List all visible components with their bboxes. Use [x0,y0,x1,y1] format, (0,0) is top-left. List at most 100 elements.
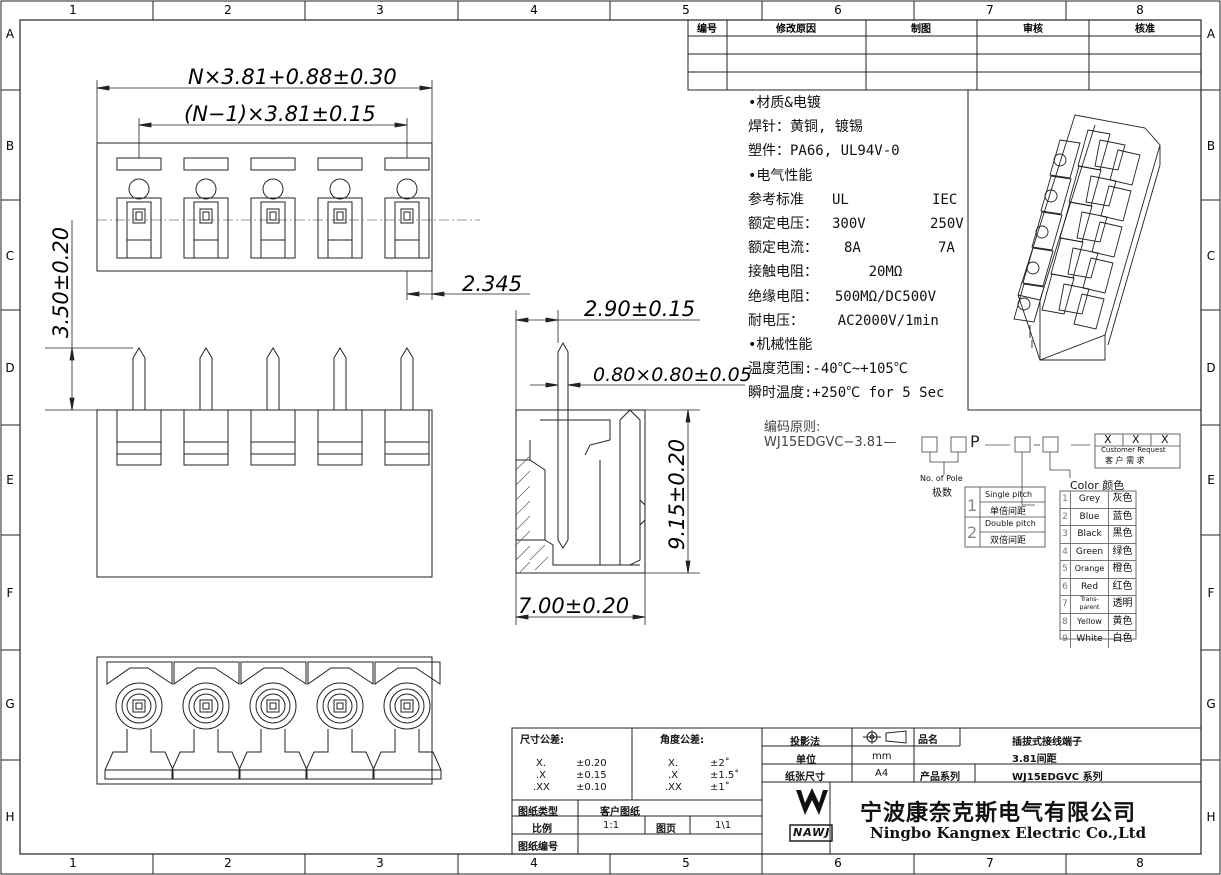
tol-dim-x: X. [536,758,547,769]
color-num: 9 [1060,631,1071,648]
row-label: E [6,473,14,487]
coding-title: 编码原则: [764,420,821,435]
coding-p-letter: P [970,432,980,451]
col-label: 7 [986,856,994,870]
tol-ang-x-val: ±2˚ [710,758,730,769]
coding-prefix: WJ15EDGVC−3.81— [764,435,897,450]
col-label: 6 [834,3,842,17]
coding-pitch-en-1: Single pitch [985,490,1033,499]
coding-x-mark-2: X [1132,433,1140,446]
company-name-en: Ningbo Kangnex Electric Co.,Ltd [870,824,1147,842]
spec-material-header: •材质&电镀 [748,95,821,111]
spec-standard-ul: UL [832,191,849,208]
spec-plastic: 塑件：PA66, UL94V-0 [748,143,900,160]
tol-dim-dx: .X [536,770,547,781]
spec-voltage: 额定电压： 300V 250V [748,212,976,236]
color-num: 3 [1060,526,1071,543]
tol-ang-dxx-val: ±1˚ [710,782,730,793]
color-en: Black [1071,526,1109,543]
scale-label: 比例 [532,824,552,835]
color-cn: 灰色 [1112,493,1133,504]
page-value: 1\1 [715,820,732,831]
color-cn: 黄色 [1112,615,1133,627]
color-en: Orange [1071,561,1109,578]
spec-contact-res: 接触电阻： 20MΩ [748,264,903,281]
dim-body-width: 7.00±0.20 [518,594,629,618]
dim-side-width: 2.90±0.15 [584,297,695,321]
tol-ang-dx: .X [668,770,679,781]
spec-voltage-label: 额定电压： [748,215,818,232]
rev-header-approve: 核准 [1135,22,1155,35]
series-value: WJ15EDGVC 系列 [1012,772,1103,783]
tol-dim-dx-val: ±0.15 [576,770,607,781]
coding-x-mark-1: X [1104,433,1112,446]
paper-label: 纸张尺寸 [785,772,825,783]
col-label: 1 [69,856,77,870]
rev-header-draw: 制图 [911,22,931,35]
coding-x-mark-3: X [1161,433,1169,446]
product-sub: 3.81间距 [1012,754,1057,765]
product-name: 插拔式接线端子 [1012,737,1082,748]
spec-voltage-iec: 250V [930,215,964,232]
tol-dim-dxx-val: ±0.10 [576,782,607,793]
col-label: 8 [1136,856,1144,870]
rev-header-check: 审核 [1023,22,1043,35]
coding-pitch-num-2: 2 [967,523,978,542]
drawing-type-label: 图纸类型 [518,807,558,818]
paper-value: A4 [875,768,889,779]
color-en: Green [1071,543,1109,560]
tol-ang-x: X. [668,758,679,769]
series-label: 产品系列 [920,772,960,783]
col-label: 6 [834,856,842,870]
spec-standard-iec: IEC [932,191,958,208]
col-label: 2 [224,3,232,17]
row-label: D [5,361,14,375]
col-label: 4 [530,3,538,17]
color-num: 5 [1060,561,1071,578]
top-view [96,142,480,272]
color-cn: 橙色 [1112,563,1133,574]
spec-current-ul: 8A [844,240,861,257]
spec-instant-temp: 瞬时温度:+250℃ for 5 Sec [748,385,945,402]
row-label: C [1207,249,1215,263]
col-label: 7 [986,3,994,17]
product-name-label: 品名 [918,735,938,746]
color-cn: 蓝色 [1112,510,1133,522]
page-label: 图页 [656,824,676,835]
col-label: 3 [376,3,384,17]
coding-pitch-cn-1: 单倍间距 [990,507,1027,517]
col-label: 3 [376,856,384,870]
coding-customer-en: Customer Request [1101,446,1166,454]
color-en: Trans-parent [1071,596,1109,613]
col-label: 5 [682,856,690,870]
color-num: 2 [1060,508,1071,525]
row-label: B [1207,139,1215,153]
bottom-view [96,656,442,785]
row-label: A [1207,27,1216,41]
col-labels-top: 1 2 3 4 5 6 7 8 [69,3,1144,17]
row-label: F [7,586,14,600]
row-label: F [1208,586,1215,600]
tol-dim-x-val: ±0.20 [576,758,607,769]
color-en: White [1071,631,1109,648]
color-num: 6 [1060,578,1071,595]
color-cn: 绿色 [1112,545,1133,557]
coding-pole-en: No. of Pole [920,474,963,483]
unit-value: mm [872,751,892,762]
spec-voltage-ul: 300V [832,215,866,232]
company-name-cn: 宁波康奈克斯电气有限公司 [860,800,1137,826]
revision-table [687,19,1202,91]
dim-pin-section: 0.80×0.80±0.05 [593,364,752,386]
row-label: G [1206,697,1215,711]
coding-pitch-en-2: Double pitch [985,519,1036,528]
col-label: 8 [1136,3,1144,17]
color-cn: 红色 [1112,580,1133,592]
row-labels-left: A B C D E F G H [5,27,15,824]
front-view [96,347,433,578]
